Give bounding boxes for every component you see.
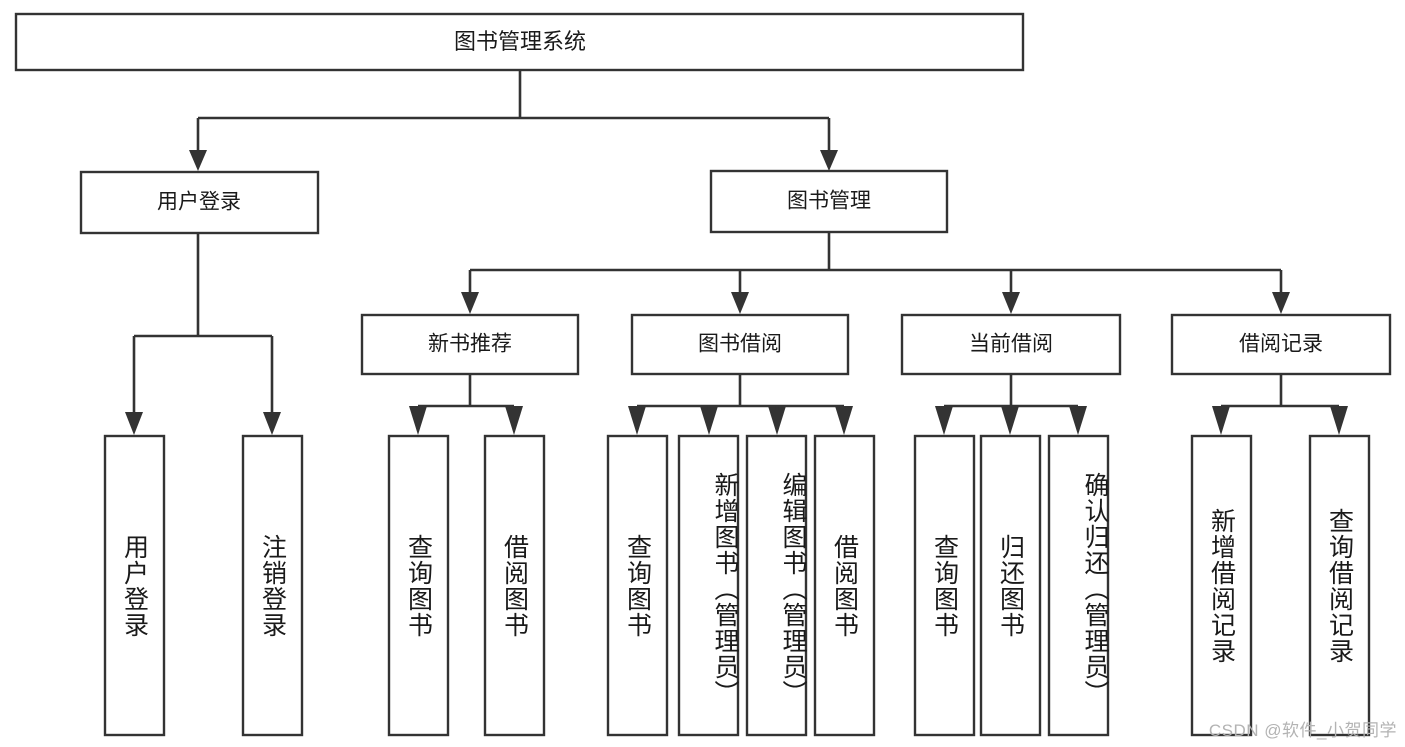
leaf-box-confirm-return[interactable] [1047, 434, 1110, 737]
arrow-borrow-record [1272, 292, 1290, 314]
arrow-ul-leaf2 [263, 412, 281, 435]
leaf-box-user-login[interactable] [103, 434, 166, 737]
leaf-label-query-book-3: 查询图书 [930, 533, 959, 638]
leaf-box-borrow-book-1[interactable] [483, 434, 546, 737]
leaf-box-query-book-2[interactable] [606, 434, 669, 737]
current-borrow-label: 当前借阅 [969, 333, 1053, 356]
leaf-box-query-record[interactable] [1308, 434, 1371, 737]
node-user-login[interactable]: 用户登录 [79, 170, 320, 235]
new-book-rec-box[interactable] [360, 313, 580, 376]
arrow-bb-leaf2 [700, 406, 718, 435]
arrow-br-leaf2 [1330, 406, 1348, 435]
arrow-cb-leaf1 [935, 406, 953, 435]
arrow-user-login [189, 150, 207, 171]
user-login-box[interactable] [79, 170, 320, 235]
arrow-ul-leaf1 [125, 412, 143, 435]
leaf-box-edit-book[interactable] [745, 434, 808, 737]
leaf-label-add-record: 新增借阅记录 [1207, 507, 1236, 664]
book-manage-label: 图书管理 [787, 190, 871, 213]
leaf-label-return-book: 归还图书 [996, 533, 1025, 638]
leaf-box-query-book-3[interactable] [913, 434, 976, 737]
arrow-bb-leaf1 [628, 406, 646, 435]
leaf-box-logout[interactable] [241, 434, 304, 737]
book-borrow-box[interactable] [630, 313, 850, 376]
node-root[interactable]: 图书管理系统 [14, 12, 1025, 72]
node-book-borrow[interactable]: 图书借阅 [630, 313, 850, 376]
user-login-label: 用户登录 [157, 191, 241, 214]
root-box[interactable] [14, 12, 1025, 72]
leaf-label-query-record: 查询借阅记录 [1325, 507, 1354, 664]
leaf-box-add-record[interactable] [1190, 434, 1253, 737]
leaf-label-confirm-return: 确认归还（管理员） [1081, 471, 1109, 706]
leaf-label-borrow-book-2: 借阅图书 [830, 533, 859, 638]
node-current-borrow[interactable]: 当前借阅 [900, 313, 1122, 376]
arrow-new-book-rec [461, 292, 479, 314]
book-borrow-label: 图书借阅 [698, 333, 782, 356]
arrow-nbr-leaf2 [505, 406, 523, 435]
borrow-record-box[interactable] [1170, 313, 1392, 376]
arrow-bb-leaf4 [835, 406, 853, 435]
arrow-current-borrow [1002, 292, 1020, 314]
arrow-book-manage [820, 150, 838, 171]
leaf-box-layer [103, 434, 1371, 737]
leaf-label-user-login: 用户登录 [120, 533, 149, 638]
leaf-box-query-book-1[interactable] [387, 434, 450, 737]
leaf-label-query-book-2: 查询图书 [623, 533, 652, 638]
arrow-bb-leaf3 [768, 406, 786, 435]
arrow-nbr-leaf1 [409, 406, 427, 435]
arrow-cb-leaf2 [1001, 406, 1019, 435]
node-new-book-rec[interactable]: 新书推荐 [360, 313, 580, 376]
leaf-label-logout: 注销登录 [258, 533, 287, 638]
arrow-br-leaf1 [1212, 406, 1230, 435]
leaf-label-edit-book: 编辑图书（管理员） [779, 471, 807, 706]
leaf-box-borrow-book-2[interactable] [813, 434, 876, 737]
book-manage-box[interactable] [709, 169, 949, 234]
new-book-rec-label: 新书推荐 [428, 333, 512, 356]
leaf-label-add-book: 新增图书（管理员） [711, 471, 739, 706]
connector-layer [125, 70, 1348, 435]
node-borrow-record[interactable]: 借阅记录 [1170, 313, 1392, 376]
borrow-record-label: 借阅记录 [1239, 333, 1323, 356]
current-borrow-box[interactable] [900, 313, 1122, 376]
leaf-box-return-book[interactable] [979, 434, 1042, 737]
leaf-box-add-book[interactable] [677, 434, 740, 737]
root-label: 图书管理系统 [454, 29, 586, 54]
leaf-label-query-book-1: 查询图书 [404, 533, 433, 638]
node-book-manage[interactable]: 图书管理 [709, 169, 949, 234]
arrow-book-borrow [731, 292, 749, 314]
arrow-cb-leaf3 [1069, 406, 1087, 435]
csdn-watermark: CSDN @软件_小贺同学 [1208, 721, 1397, 740]
leaf-label-borrow-book-1: 借阅图书 [500, 533, 529, 638]
